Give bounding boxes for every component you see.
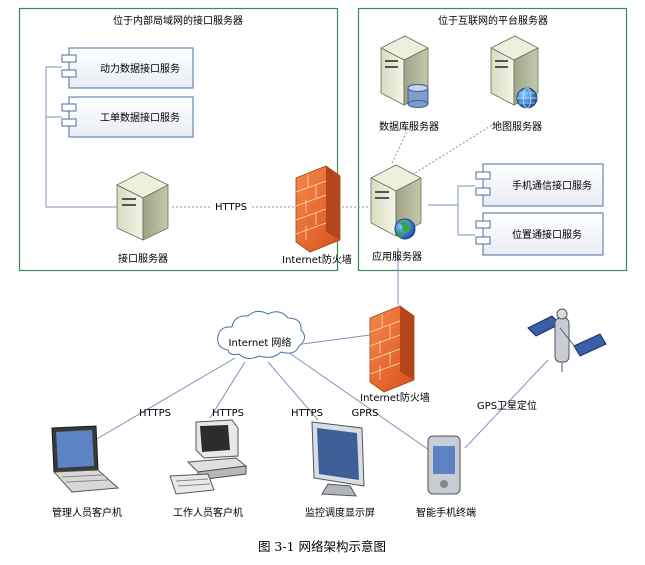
lan-group-title: 位于内部局域网的接口服务器 bbox=[113, 14, 243, 27]
application-server-label: 应用服务器 bbox=[372, 250, 422, 263]
component-service-workorder: 工单数据接口服务 bbox=[61, 96, 194, 138]
interface-server-label: 接口服务器 bbox=[118, 252, 168, 265]
cloud-monitor-link bbox=[267, 361, 319, 421]
component-service-mobile-comm-label: 手机通信接口服务 bbox=[512, 179, 592, 192]
component-service-workorder-label: 工单数据接口服务 bbox=[100, 111, 180, 124]
app-db-link bbox=[391, 124, 411, 164]
gps-link-label: GPS卫星定位 bbox=[477, 399, 537, 412]
smartphone-icon bbox=[427, 435, 461, 495]
firewall-upper-icon bbox=[295, 165, 341, 253]
internet-cloud-label: Internet 网络 bbox=[229, 336, 292, 349]
database-server-icon bbox=[380, 35, 429, 108]
component-service-power-label: 动力数据接口服务 bbox=[100, 62, 180, 75]
lan-link-protocol: HTTPS bbox=[215, 202, 247, 213]
cloud-staff-link bbox=[209, 361, 246, 419]
lan-group-box bbox=[18, 7, 339, 272]
internet-group-title: 位于互联网的平台服务器 bbox=[438, 14, 548, 27]
satellite-icon bbox=[527, 308, 607, 372]
component-service-mobile-comm: 手机通信接口服务 bbox=[475, 163, 604, 207]
laptop-icon bbox=[51, 425, 120, 493]
cloud-firewall2-link bbox=[294, 334, 371, 346]
cloud-admin-link bbox=[94, 357, 236, 441]
firewall-lower-icon bbox=[369, 305, 415, 393]
firewall-lower-label: Internet防火墙 bbox=[360, 391, 430, 404]
component-service-power: 动力数据接口服务 bbox=[61, 47, 194, 89]
map-server-icon bbox=[490, 35, 539, 109]
mobile-satellite-link bbox=[464, 359, 549, 449]
connection-lines bbox=[45, 66, 549, 453]
app-map-link bbox=[411, 119, 501, 176]
monitor-display-icon bbox=[311, 421, 365, 497]
internet-group-box bbox=[357, 7, 628, 272]
staff-link-protocol: HTTPS bbox=[212, 408, 244, 419]
admin-link-protocol: HTTPS bbox=[139, 408, 171, 419]
staff-client-label: 工作人员客户机 bbox=[173, 506, 243, 519]
desktop-computer-icon bbox=[169, 419, 248, 495]
mobile-client-label: 智能手机终端 bbox=[416, 506, 476, 519]
database-server-label: 数据库服务器 bbox=[379, 120, 439, 133]
monitor-link-protocol: HTTPS bbox=[291, 408, 323, 419]
platform-service-bracket bbox=[428, 185, 475, 236]
interface-server-icon bbox=[116, 171, 169, 241]
component-service-location: 位置通接口服务 bbox=[475, 212, 604, 256]
internet-cloud-icon bbox=[217, 310, 305, 360]
map-server-label: 地图服务器 bbox=[492, 120, 542, 133]
component-service-location-label: 位置通接口服务 bbox=[512, 228, 582, 241]
admin-client-label: 管理人员客户机 bbox=[52, 506, 122, 519]
lan-service-bracket bbox=[45, 66, 117, 208]
monitor-client-label: 监控调度显示屏 bbox=[305, 506, 375, 519]
figure-caption: 图 3-1 网络架构示意图 bbox=[258, 539, 386, 554]
firewall-upper-label: Internet防火墙 bbox=[282, 253, 352, 266]
cloud-mobile-link bbox=[287, 351, 433, 453]
mobile-link-protocol: GPRS bbox=[351, 408, 378, 419]
application-server-icon bbox=[370, 164, 422, 240]
